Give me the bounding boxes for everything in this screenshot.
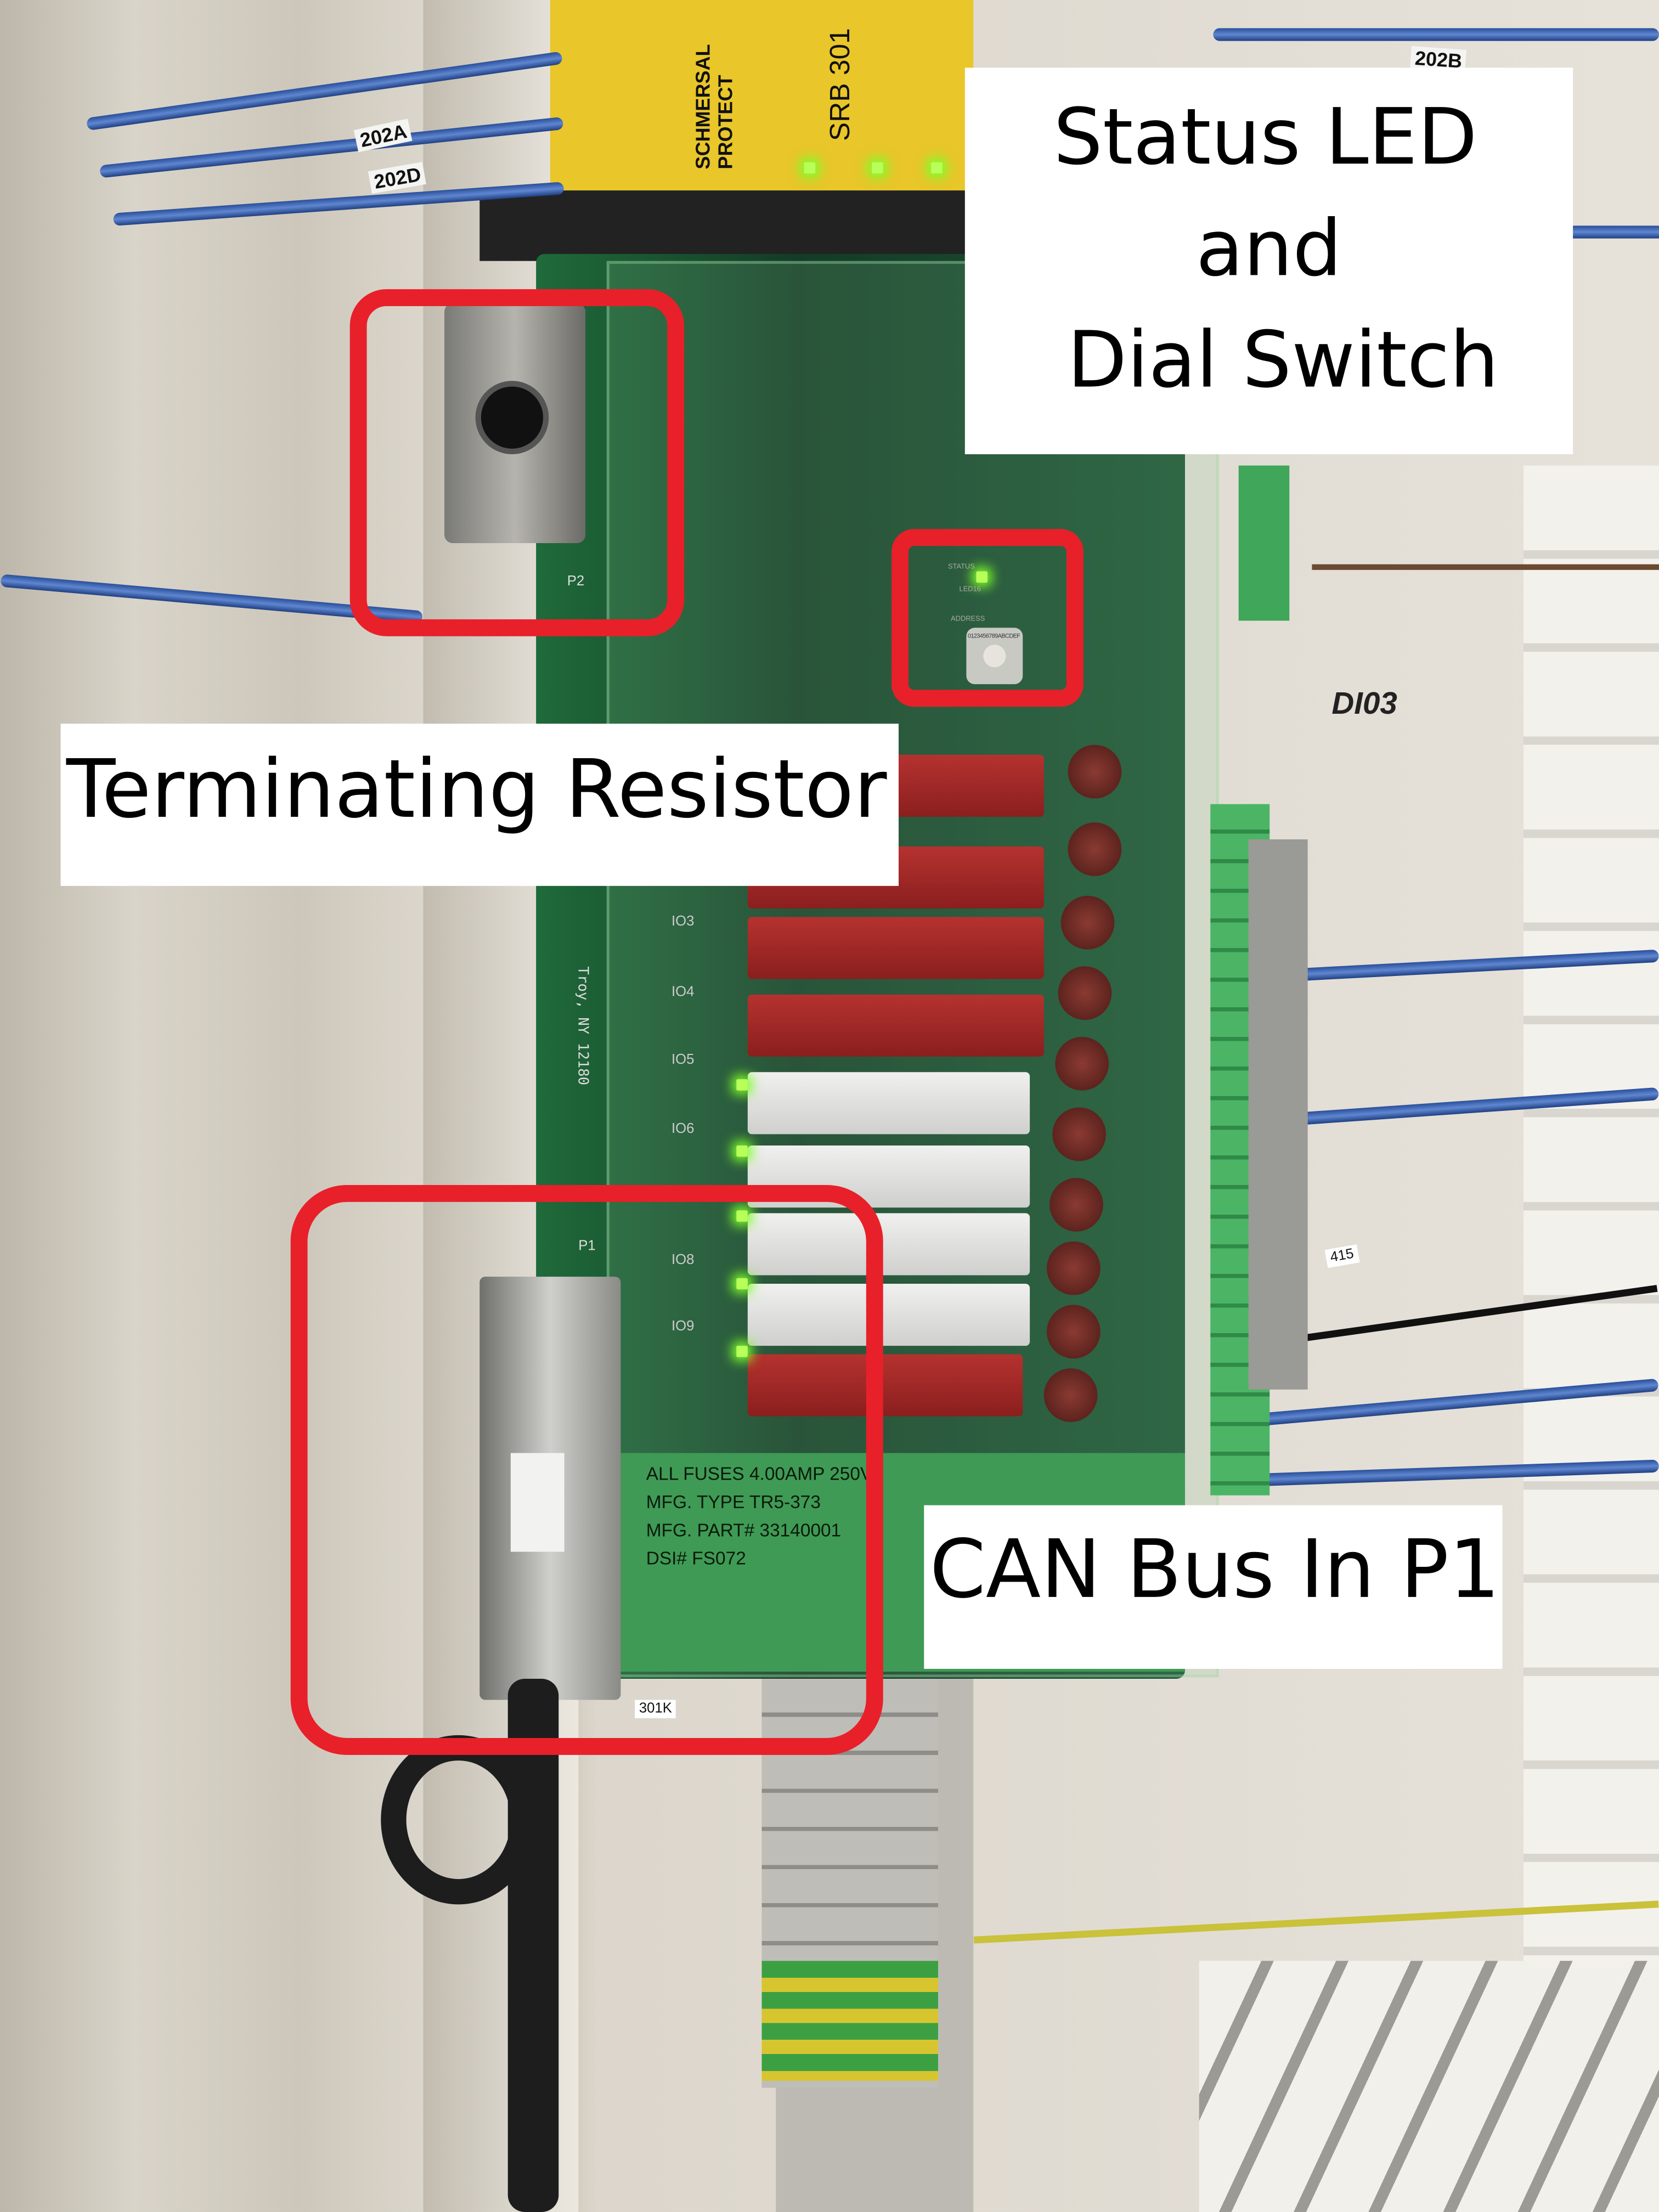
fuse-note-line: MFG. PART# 33140001 bbox=[646, 1519, 842, 1541]
label-line: and bbox=[1195, 203, 1342, 294]
terminating-resistor-connector bbox=[444, 303, 586, 543]
fuse-note: ALL FUSES 4.00AMP 250V MFG. TYPE TR5-373… bbox=[646, 1460, 873, 1573]
board-location-text: Troy, NY 12180 bbox=[574, 966, 590, 1086]
status-led-dial-label: Status LED and Dial Switch bbox=[964, 67, 1573, 454]
io-led bbox=[736, 1346, 748, 1357]
terminal-cover bbox=[1248, 839, 1308, 1390]
connector-p1-label: P1 bbox=[578, 1238, 596, 1254]
fuse bbox=[1046, 1305, 1101, 1359]
wire-label: 301K bbox=[635, 1700, 676, 1718]
can-bus-highlight bbox=[290, 1184, 883, 1755]
fuse-note-line: DSI# FS072 bbox=[646, 1547, 746, 1569]
relay bbox=[747, 917, 1044, 979]
io-label: IO3 bbox=[671, 914, 695, 930]
fuse bbox=[1068, 822, 1122, 876]
relay bbox=[747, 1072, 1030, 1135]
module-type: SRB 301 bbox=[825, 28, 856, 142]
io-led bbox=[736, 1278, 748, 1290]
relay bbox=[747, 1283, 1030, 1346]
module-led-k1 bbox=[931, 162, 943, 174]
connector-p2-label: P2 bbox=[567, 574, 585, 590]
io-led bbox=[736, 1210, 748, 1222]
io-label: IO8 bbox=[671, 1252, 695, 1268]
wire-duct bbox=[1523, 465, 1659, 2018]
io-led bbox=[736, 1145, 748, 1157]
board-led-text: LED16 bbox=[959, 585, 981, 594]
wire-brown bbox=[1312, 564, 1659, 570]
relay bbox=[747, 994, 1044, 1057]
cable bbox=[1551, 225, 1659, 239]
io-led bbox=[736, 1079, 748, 1091]
relay bbox=[747, 1213, 1030, 1276]
fuse bbox=[1055, 1036, 1109, 1091]
board-status-text: STATUS bbox=[947, 562, 975, 572]
io-label: IO4 bbox=[671, 984, 695, 1001]
fuse bbox=[1060, 895, 1115, 950]
io-label: IO9 bbox=[671, 1319, 695, 1335]
io-label: IO6 bbox=[671, 1121, 695, 1137]
label-line: Status LED bbox=[1053, 92, 1477, 182]
fuse bbox=[1043, 1368, 1098, 1422]
module-led-ub bbox=[804, 162, 816, 174]
fuse bbox=[1052, 1107, 1106, 1161]
terminating-resistor-label: Terminating Resistor bbox=[60, 724, 899, 886]
connector-hole bbox=[475, 381, 549, 454]
can-bus-label: CAN Bus In P1 bbox=[924, 1505, 1503, 1669]
module-base bbox=[479, 190, 974, 261]
can-bus-cable bbox=[507, 1678, 559, 2212]
fuse-note-line: ALL FUSES 4.00AMP 250V bbox=[646, 1463, 873, 1485]
dial-digits: 0123456789ABCDEF bbox=[967, 631, 1020, 639]
fuse bbox=[1049, 1178, 1103, 1232]
can-bus-connector bbox=[479, 1277, 621, 1700]
safety-relay-module: SCHMERSAL PROTECT SRB 301 bbox=[550, 0, 974, 191]
cable bbox=[1213, 28, 1659, 41]
fuse bbox=[1058, 966, 1112, 1020]
fuse bbox=[1046, 1241, 1101, 1295]
io-label: IO5 bbox=[671, 1052, 695, 1068]
wire-duct-bottom bbox=[1199, 1961, 1659, 2212]
status-led bbox=[976, 571, 988, 583]
earth-terminals bbox=[761, 1961, 938, 2081]
terminal-label-di03: DI03 bbox=[1331, 685, 1397, 721]
can-bus-cable-loop bbox=[381, 1735, 537, 1905]
wire-label: 202D bbox=[368, 161, 427, 194]
terminal-strip-top bbox=[1238, 465, 1290, 621]
module-brand: SCHMERSAL PROTECT bbox=[691, 44, 737, 170]
dial-knob bbox=[983, 645, 1006, 668]
wire-label: 415 bbox=[1324, 1244, 1359, 1268]
label-line: Dial Switch bbox=[1067, 314, 1499, 405]
board-address-text: ADDRESS bbox=[951, 615, 985, 624]
address-dial-switch: 0123456789ABCDEF bbox=[966, 628, 1023, 685]
fuse bbox=[1068, 744, 1122, 799]
fuse-note-line: MFG. TYPE TR5-373 bbox=[646, 1491, 821, 1513]
relay bbox=[747, 1354, 1023, 1417]
connector-label-patch bbox=[510, 1453, 565, 1552]
module-led-ui bbox=[872, 162, 883, 174]
status-led-dial-highlight bbox=[891, 529, 1084, 707]
terminating-resistor-highlight bbox=[349, 289, 685, 636]
